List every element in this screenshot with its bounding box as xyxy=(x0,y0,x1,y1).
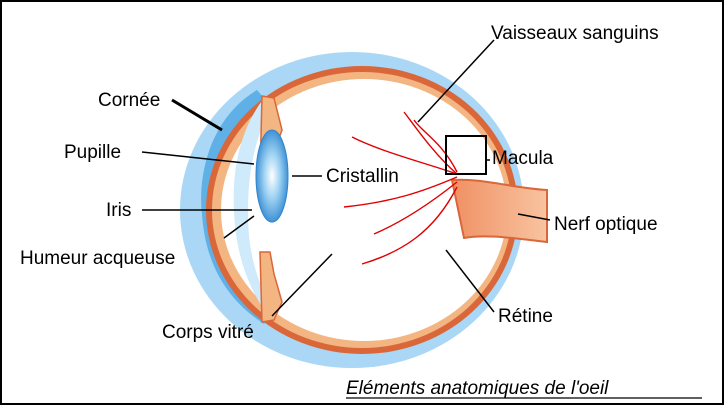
label-cornee: Cornée xyxy=(98,90,160,111)
diagram-caption: Eléments anatomiques de l'oeil xyxy=(346,378,609,399)
lens-crystalline xyxy=(256,130,288,222)
label-macula: Macula xyxy=(492,148,554,169)
optic-nerve xyxy=(452,180,547,242)
label-cristallin: Cristallin xyxy=(326,166,399,187)
label-retine: Rétine xyxy=(498,306,553,327)
label-vaisseaux-sanguins: Vaisseaux sanguins xyxy=(491,23,659,44)
label-pupille: Pupille xyxy=(64,142,121,163)
label-nerf-optique: Nerf optique xyxy=(554,214,658,235)
label-iris: Iris xyxy=(106,200,131,221)
label-humeur-acqueuse: Humeur acqueuse xyxy=(20,248,175,269)
label-corps-vitre: Corps vitré xyxy=(162,322,254,343)
